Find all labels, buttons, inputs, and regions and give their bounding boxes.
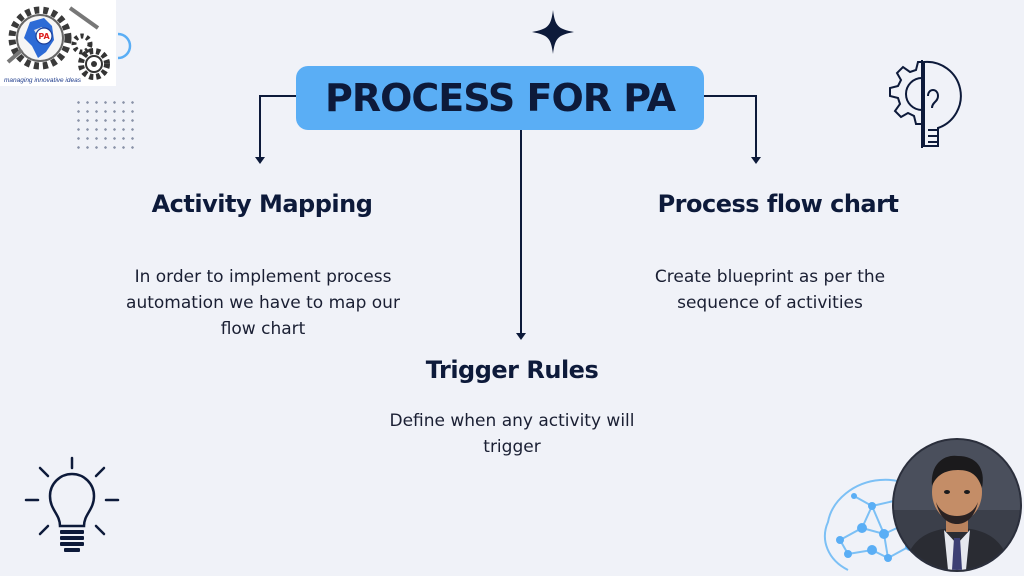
activity-mapping-heading: Activity Mapping <box>151 190 373 218</box>
trigger-rules-heading: Trigger Rules <box>425 356 599 384</box>
dot-grid-decoration <box>74 98 138 150</box>
description-line: In order to implement process <box>134 267 392 287</box>
page-title: PROCESS FOR PA <box>324 76 676 120</box>
logo-tagline: managing innovative ideas <box>4 77 81 84</box>
description-line: flow chart <box>220 319 306 339</box>
description-line: automation we have to map our <box>126 293 400 313</box>
trigger-rules-description: Define when any activity will trigger <box>352 408 672 460</box>
activity-mapping-description: In order to implement process automation… <box>88 264 438 342</box>
process-flow-chart-heading: Process flow chart <box>657 190 899 218</box>
arrow-left-connector <box>259 95 296 158</box>
arc-decoration <box>117 32 132 60</box>
process-flow-chart-description: Create blueprint as per the sequence of … <box>610 264 930 316</box>
presenter-avatar <box>894 440 1020 570</box>
description-line: trigger <box>483 437 541 457</box>
arrow-right-connector <box>704 95 757 158</box>
company-logo: PA managing innovative ideas <box>0 0 116 86</box>
description-line: sequence of activities <box>677 293 863 313</box>
title-banner: PROCESS FOR PA <box>296 66 704 130</box>
gear-logo-icon: PA <box>6 6 110 80</box>
logo-badge: PA <box>38 32 50 41</box>
gear-lightbulb-icon <box>889 60 962 148</box>
description-line: Create blueprint as per the <box>654 267 886 287</box>
lightbulb-icon <box>24 456 120 552</box>
presenter-photo <box>894 440 1020 570</box>
sparkle-icon <box>532 10 574 54</box>
description-line: Define when any activity will <box>389 411 635 431</box>
